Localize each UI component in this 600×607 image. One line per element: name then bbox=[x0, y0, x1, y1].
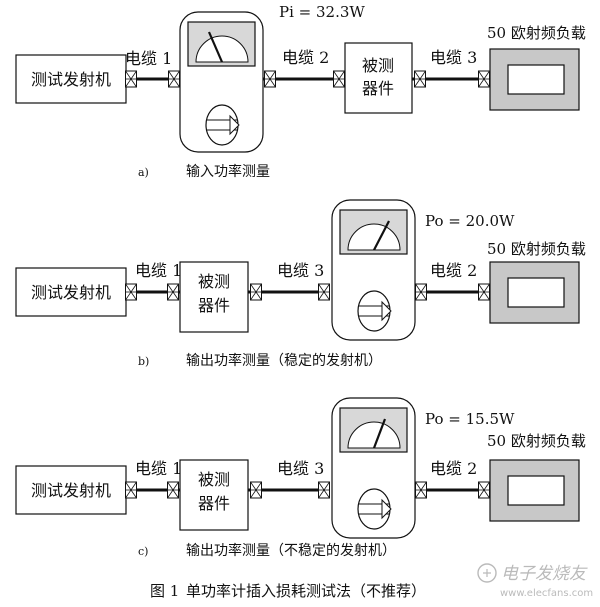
watermark-text: 电子发烧友 bbox=[501, 564, 588, 584]
connector-icon bbox=[415, 283, 427, 301]
meter-needle-icon bbox=[372, 418, 387, 449]
cable-3-label: 电缆 3 bbox=[430, 48, 477, 67]
dut-box bbox=[179, 459, 249, 531]
panel-b: 测试发射机 电缆 1 被测 器件 电缆 3 Po = 20.0W 电缆 2 bbox=[15, 199, 586, 369]
connector-icon bbox=[250, 481, 262, 499]
test-transmitter-label: 测试发射机 bbox=[31, 481, 111, 500]
dut-label-2: 器件 bbox=[362, 79, 394, 98]
cable-2-label: 电缆 2 bbox=[430, 459, 477, 478]
test-transmitter-box bbox=[15, 465, 127, 515]
cable-1-label: 电缆 1 bbox=[125, 49, 172, 68]
power-meter bbox=[179, 11, 264, 153]
power-reading: Po = 15.5W bbox=[425, 410, 515, 428]
test-transmitter-box bbox=[15, 54, 127, 104]
connector-icon bbox=[478, 70, 490, 88]
cable-1-label: 电缆 1 bbox=[135, 459, 182, 478]
cable-1-label: 电缆 1 bbox=[135, 261, 182, 280]
test-transmitter-label: 测试发射机 bbox=[31, 283, 111, 302]
rf-load bbox=[489, 48, 580, 111]
connector-icon bbox=[333, 70, 345, 88]
connector-icon bbox=[168, 70, 180, 88]
connector-icon bbox=[415, 481, 427, 499]
cable-3-label: 电缆 3 bbox=[277, 459, 324, 478]
cable-2-label: 电缆 2 bbox=[430, 261, 477, 280]
watermark-logo-icon bbox=[477, 563, 497, 583]
connector-icon bbox=[167, 283, 179, 301]
figure-title: 单功率计插入损耗测试法（不推荐） bbox=[186, 582, 426, 600]
cable-2-label: 电缆 2 bbox=[282, 48, 329, 67]
rf-load bbox=[489, 261, 580, 324]
watermark-url: www.elecfans.com bbox=[500, 588, 593, 599]
panel-tag: a) bbox=[138, 166, 149, 179]
connector-icon bbox=[167, 481, 179, 499]
panel-tag: b) bbox=[138, 355, 149, 368]
panel-caption: 输入功率测量 bbox=[186, 163, 270, 180]
dut-box bbox=[344, 42, 413, 114]
test-transmitter-box bbox=[15, 267, 127, 317]
connector-icon bbox=[318, 283, 330, 301]
connector-icon bbox=[250, 283, 262, 301]
power-meter bbox=[331, 199, 416, 341]
panel-tag: c) bbox=[138, 545, 148, 558]
rf-load bbox=[489, 459, 580, 522]
connector-icon bbox=[318, 481, 330, 499]
figure-number: 图 1 bbox=[150, 582, 179, 600]
panel-c: 测试发射机 电缆 1 被测 器件 电缆 3 Po = 15.5W 电缆 2 bbox=[15, 397, 586, 559]
connector-icon bbox=[264, 70, 276, 88]
connector-icon bbox=[125, 283, 137, 301]
panel-caption: 输出功率测量（不稳定的发射机） bbox=[186, 542, 396, 559]
test-transmitter-label: 测试发射机 bbox=[31, 70, 111, 89]
power-meter bbox=[331, 397, 416, 539]
rf-load-label: 50 欧射频负载 bbox=[487, 240, 586, 258]
dut-label-1: 被测 bbox=[362, 56, 394, 75]
meter-needle-icon bbox=[373, 220, 390, 251]
connector-icon bbox=[125, 481, 137, 499]
panel-a: 测试发射机 电缆 1 Pi = 32.3W 电缆 2 被测 器件 电缆 3 bbox=[15, 3, 586, 180]
cable-3-label: 电缆 3 bbox=[277, 261, 324, 280]
dut-label-1: 被测 bbox=[198, 470, 230, 489]
dut-label-1: 被测 bbox=[198, 272, 230, 291]
rf-load-label: 50 欧射频负载 bbox=[487, 24, 586, 42]
connector-icon bbox=[478, 481, 490, 499]
rf-load-label: 50 欧射频负载 bbox=[487, 432, 586, 450]
connector-icon bbox=[478, 283, 490, 301]
watermark: 电子发烧友 www.elecfans.com bbox=[477, 563, 593, 599]
power-reading: Pi = 32.3W bbox=[279, 3, 365, 21]
power-reading: Po = 20.0W bbox=[425, 212, 515, 230]
dut-box bbox=[179, 261, 249, 333]
dut-label-2: 器件 bbox=[198, 494, 230, 513]
dut-label-2: 器件 bbox=[198, 296, 230, 315]
connector-icon bbox=[125, 70, 137, 88]
connector-icon bbox=[414, 70, 426, 88]
panel-caption: 输出功率测量（稳定的发射机） bbox=[186, 352, 382, 369]
meter-needle-icon bbox=[207, 31, 224, 63]
